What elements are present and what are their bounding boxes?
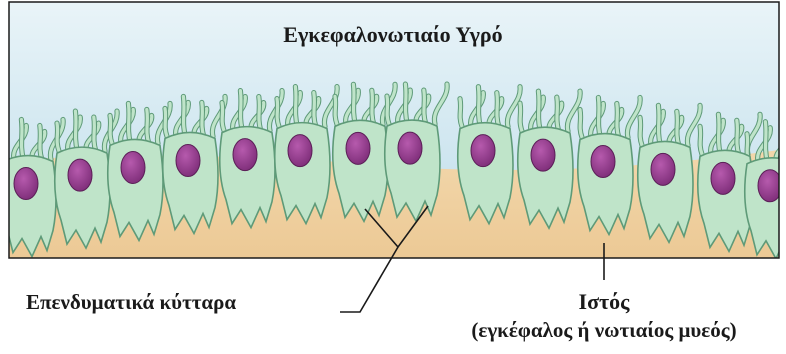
cilium-core: [94, 117, 96, 151]
cilium-core: [57, 123, 59, 151]
cell-nucleus: [591, 146, 615, 178]
cilium-core: [75, 111, 77, 151]
cilium-core: [295, 87, 297, 127]
cilium-core: [580, 110, 582, 138]
cilium-core: [165, 108, 167, 136]
cilium-core: [183, 96, 185, 136]
cell-nucleus: [711, 162, 735, 194]
cilium-core: [520, 103, 522, 131]
cilium-core: [240, 91, 242, 131]
csf-label: Εγκεφαλονωτιαίο Υγρό: [0, 22, 786, 48]
cilium: [3, 132, 5, 160]
cilium-core: [765, 122, 767, 162]
cilium-core: [424, 90, 426, 124]
cell-nucleus: [651, 153, 675, 185]
tissue-sublabel: (εγκέφαλος ή νωτιαίος μυεός): [0, 318, 786, 343]
cell-nucleus: [471, 135, 495, 167]
cilium-core: [718, 114, 720, 154]
cilium-core: [353, 84, 355, 124]
cilium-core: [277, 99, 279, 127]
cell-nucleus: [346, 132, 370, 164]
cilium-core: [372, 90, 374, 124]
cilium-core: [658, 105, 660, 145]
cell-nucleus: [288, 135, 312, 167]
cell-nucleus: [233, 139, 257, 171]
cilium-core: [497, 93, 499, 127]
cell-nucleus: [531, 139, 555, 171]
cilium-core: [40, 126, 42, 160]
cilium-core: [128, 103, 130, 143]
cilium-core: [617, 104, 619, 138]
cilium-core: [202, 102, 204, 136]
cilium-core: [478, 87, 480, 127]
cilium-core: [677, 111, 679, 145]
cell-nucleus: [176, 144, 200, 176]
cilium-core: [405, 84, 407, 124]
cilium-core: [598, 98, 600, 138]
cilium-core: [557, 97, 559, 131]
cell-nucleus: [121, 151, 145, 183]
cilium-core: [335, 96, 337, 124]
cilium-core: [222, 103, 224, 131]
cilium-core: [640, 117, 642, 145]
cilium-core: [314, 93, 316, 127]
cilium-core: [460, 99, 462, 127]
cilium-core: [3, 132, 5, 160]
cilium-core: [700, 126, 702, 154]
tissue-label: Ιστός: [0, 289, 786, 315]
cell-nucleus: [398, 132, 422, 164]
cilium-core: [21, 120, 23, 160]
cilium-core: [538, 91, 540, 131]
cilium-core: [387, 96, 389, 124]
cilium-core: [147, 109, 149, 143]
cell-nucleus: [68, 159, 92, 191]
cilium-core: [737, 120, 739, 154]
cell-nucleus: [14, 168, 38, 200]
cilium-core: [259, 97, 261, 131]
cilium-core: [110, 115, 112, 143]
